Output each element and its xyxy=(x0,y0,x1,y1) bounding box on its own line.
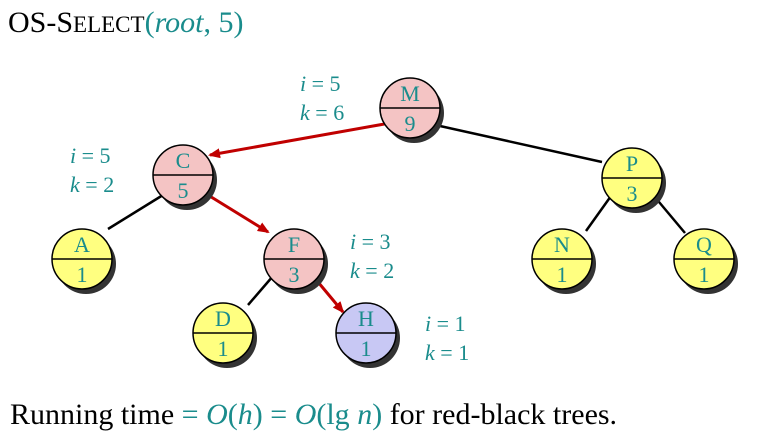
footer-eq1: = xyxy=(182,398,206,431)
node-m-size: 9 xyxy=(405,111,416,136)
title-arg-root: root xyxy=(155,6,205,39)
title-func-name-os: OS-S xyxy=(8,6,73,39)
node-c-key: C xyxy=(176,148,191,173)
footer-big-o1: O xyxy=(206,398,228,431)
annotation-c-i-var: i xyxy=(70,143,76,168)
annotation-m-k-eq: = xyxy=(310,100,333,125)
node-a-size: 1 xyxy=(77,262,88,287)
node-a-key: A xyxy=(74,232,90,257)
title-open-paren: ( xyxy=(145,6,155,39)
annotation-c-k-eq: = xyxy=(80,172,103,197)
annotation-h-k-val: 1 xyxy=(458,340,469,365)
annotation-m: i = 5 k = 6 xyxy=(300,71,344,125)
node-h-size: 1 xyxy=(361,336,372,361)
edge-f-d xyxy=(247,275,274,306)
edge-c-a xyxy=(107,193,164,231)
node-q: Q1 xyxy=(673,228,738,294)
path-arrow-m-c xyxy=(208,121,391,159)
annotation-c-k: k = 2 xyxy=(70,172,114,197)
path-arrow-f-h xyxy=(316,281,345,314)
annotation-f-k: k = 2 xyxy=(350,258,394,283)
page-title: OS-SELECT(root, 5) xyxy=(8,6,243,39)
footer-lg-open: (lg xyxy=(316,398,357,431)
annotation-f-k-var: k xyxy=(350,258,361,283)
search-path xyxy=(207,121,391,314)
footer-h-close: ) xyxy=(253,398,263,431)
node-d: D1 xyxy=(192,302,257,368)
edge-p-n xyxy=(584,195,613,232)
node-d-key: D xyxy=(215,306,231,331)
node-p: P3 xyxy=(601,147,666,213)
annotation-f-i-var: i xyxy=(350,229,356,254)
footer-eq2: = xyxy=(263,398,295,431)
annotation-h-i: i = 1 xyxy=(425,311,466,336)
annotation-f: i = 3 k = 2 xyxy=(350,229,394,283)
node-p-key: P xyxy=(626,151,638,176)
node-m-key: M xyxy=(400,81,420,106)
annotation-c: i = 5 k = 2 xyxy=(70,143,114,197)
annotation-m-k-var: k xyxy=(300,100,311,125)
title-sep: , xyxy=(203,6,218,39)
footer-prefix: Running time xyxy=(10,398,182,431)
annotation-c-i-val: 5 xyxy=(100,143,111,168)
annotation-h-k-eq: = xyxy=(435,340,458,365)
annotation-h: i = 1 k = 1 xyxy=(425,311,469,365)
node-q-key: Q xyxy=(696,232,712,257)
footer-suffix: for red-black trees. xyxy=(382,398,617,431)
annotation-m-i: i = 5 xyxy=(300,71,341,96)
path-arrow-c-f xyxy=(207,193,270,234)
annotation-f-k-val: 2 xyxy=(383,258,394,283)
title-close-paren: ) xyxy=(233,6,243,39)
node-c: C5 xyxy=(152,144,217,210)
annotation-f-i-eq: = xyxy=(356,229,379,254)
footer-n-var: n xyxy=(357,398,372,431)
node-n-size: 1 xyxy=(557,262,568,287)
node-h-key: H xyxy=(358,306,374,331)
node-p-size: 3 xyxy=(627,181,638,206)
annotation-c-k-var: k xyxy=(70,172,81,197)
edge-p-q xyxy=(653,195,686,234)
title-func-name-rest: ELECT xyxy=(73,12,145,37)
footer-h-var: h xyxy=(238,398,253,431)
annotation-c-i: i = 5 xyxy=(70,143,111,168)
node-f: F3 xyxy=(263,228,328,294)
tree-edges xyxy=(107,124,686,306)
annotation-c-i-eq: = xyxy=(76,143,99,168)
annotation-h-k: k = 1 xyxy=(425,340,469,365)
annotation-m-k: k = 6 xyxy=(300,100,344,125)
node-n-key: N xyxy=(554,232,570,257)
annotation-f-i-val: 3 xyxy=(380,229,391,254)
annotation-h-i-eq: = xyxy=(431,311,454,336)
annotation-h-i-val: 1 xyxy=(455,311,466,336)
title-arg-i: 5 xyxy=(218,6,233,39)
node-h: H1 xyxy=(335,302,400,368)
node-m: M9 xyxy=(379,77,444,143)
annotation-h-k-var: k xyxy=(425,340,436,365)
node-f-key: F xyxy=(288,232,300,257)
node-f-size: 3 xyxy=(289,262,300,287)
annotation-m-i-val: 5 xyxy=(330,71,341,96)
annotation-m-i-eq: = xyxy=(306,71,329,96)
footer-lg-close: ) xyxy=(372,398,382,431)
node-n: N1 xyxy=(531,228,596,294)
annotation-m-i-var: i xyxy=(300,71,306,96)
annotation-f-i: i = 3 xyxy=(350,229,391,254)
annotation-h-i-var: i xyxy=(425,311,431,336)
footer-h-open: ( xyxy=(228,398,238,431)
node-c-size: 5 xyxy=(178,178,189,203)
running-time-footer: Running time = O(h) = O(lg n) for red-bl… xyxy=(10,398,617,431)
edge-m-p xyxy=(439,124,603,164)
footer-big-o2: O xyxy=(295,398,317,431)
annotation-f-k-eq: = xyxy=(360,258,383,283)
node-a: A1 xyxy=(51,228,116,294)
annotation-c-k-val: 2 xyxy=(103,172,114,197)
node-d-size: 1 xyxy=(218,336,229,361)
annotation-m-k-val: 6 xyxy=(333,100,344,125)
node-q-size: 1 xyxy=(699,262,710,287)
